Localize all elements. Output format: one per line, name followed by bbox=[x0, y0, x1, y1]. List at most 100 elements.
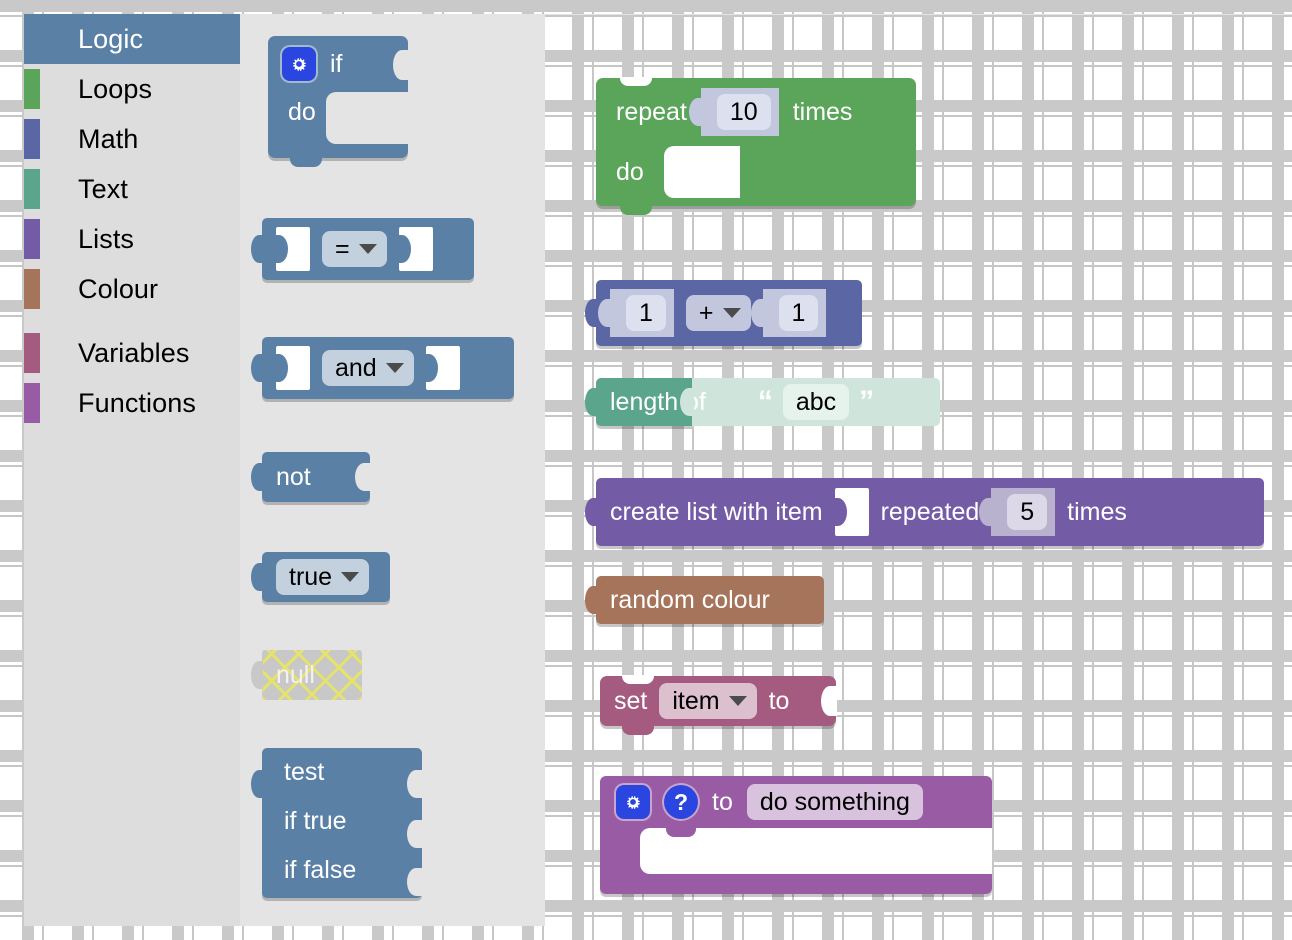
block-not-row: not bbox=[262, 452, 370, 502]
block-if-statement-mouth[interactable] bbox=[326, 92, 422, 144]
block-text-string-field[interactable]: abc bbox=[782, 384, 850, 420]
block-null-output-plug bbox=[251, 661, 263, 689]
block-ternary-iftrue-socket[interactable] bbox=[407, 820, 423, 848]
block-text-string-shadow[interactable]: “ abc ” bbox=[692, 378, 940, 426]
category-colour-swatch-loops bbox=[24, 69, 40, 109]
block-compare-output-plug bbox=[251, 235, 263, 263]
block-not-output-plug bbox=[251, 463, 263, 491]
block-boolean-output-plug bbox=[251, 563, 263, 591]
block-ternary-rows: test if true if false bbox=[262, 748, 422, 883]
toolbox-sidebar: Logic Loops Math Text Lists Colour Varia… bbox=[24, 14, 240, 926]
block-lists-repeat-suffix-label: times bbox=[1067, 497, 1127, 526]
block-ternary-output-plug bbox=[251, 770, 263, 798]
block-procedures-define[interactable]: ? to do something bbox=[600, 776, 992, 894]
block-repeat-prefix-label: repeat bbox=[616, 97, 687, 126]
block-repeat-count-field[interactable]: 10 bbox=[716, 94, 771, 130]
category-functions[interactable]: Functions bbox=[24, 378, 240, 428]
block-if-condition-socket[interactable] bbox=[393, 50, 409, 80]
block-math-operator-dropdown[interactable]: + bbox=[685, 295, 751, 331]
category-label-lists: Lists bbox=[78, 223, 135, 254]
block-variables-set-suffix-label: to bbox=[768, 686, 790, 715]
block-lists-repeat-output-plug bbox=[585, 498, 597, 526]
block-and-operator-dropdown[interactable]: and bbox=[322, 350, 414, 386]
category-colour[interactable]: Colour bbox=[24, 264, 240, 314]
question-icon[interactable]: ? bbox=[664, 785, 698, 819]
block-logic-compare[interactable]: = bbox=[251, 218, 474, 280]
block-boolean-value-dropdown[interactable]: true bbox=[276, 559, 370, 595]
close-quote-icon: ” bbox=[859, 385, 875, 418]
gear-icon[interactable] bbox=[616, 785, 650, 819]
block-lists-repeat[interactable]: create list with item repeated 5 times bbox=[585, 478, 1264, 546]
block-compare-row: = bbox=[262, 218, 474, 280]
block-logic-negate[interactable]: not bbox=[251, 452, 371, 502]
block-text-length-row: length of bbox=[596, 378, 706, 426]
block-ternary-iffalse-socket[interactable] bbox=[407, 868, 423, 896]
category-label-loops: Loops bbox=[78, 73, 153, 104]
block-and-left-socket[interactable] bbox=[276, 346, 310, 390]
gear-icon[interactable] bbox=[282, 47, 316, 81]
category-label-logic: Logic bbox=[78, 23, 144, 54]
category-lists[interactable]: Lists bbox=[24, 214, 240, 264]
block-logic-boolean[interactable]: true bbox=[251, 552, 390, 602]
block-colour-random[interactable]: random colour bbox=[585, 576, 824, 624]
category-variables[interactable]: Variables bbox=[24, 328, 240, 378]
block-compare-left-socket[interactable] bbox=[276, 227, 310, 271]
block-ternary-iffalse-label: if false bbox=[284, 856, 357, 884]
category-colour-swatch-colour bbox=[24, 269, 40, 309]
category-text[interactable]: Text bbox=[24, 164, 240, 214]
block-math-left-shadow[interactable]: 1 bbox=[610, 289, 674, 337]
block-repeat-suffix-label: times bbox=[792, 97, 853, 126]
block-text-length[interactable]: length of bbox=[585, 378, 706, 426]
block-lists-repeat-middle-label: repeated bbox=[880, 497, 980, 526]
block-repeat-count-shadow[interactable]: 10 bbox=[700, 88, 779, 136]
block-lists-repeat-item-socket[interactable] bbox=[834, 488, 869, 536]
category-colour-swatch-variables bbox=[24, 333, 40, 373]
block-math-right-field[interactable]: 1 bbox=[778, 295, 819, 331]
block-math-left-field[interactable]: 1 bbox=[626, 295, 666, 331]
block-logic-null[interactable]: null bbox=[251, 650, 362, 700]
block-math-arithmetic[interactable]: 1 + 1 bbox=[585, 280, 862, 346]
category-label-colour: Colour bbox=[78, 273, 159, 304]
category-label-functions: Functions bbox=[78, 387, 196, 418]
block-controls-if[interactable]: if do bbox=[268, 36, 422, 167]
block-colour-random-output-plug bbox=[585, 586, 597, 614]
category-loops[interactable]: Loops bbox=[24, 64, 240, 114]
block-if-do-label: do bbox=[288, 98, 316, 126]
block-controls-repeat[interactable]: repeat 10 times do bbox=[596, 77, 916, 215]
category-logic[interactable]: Logic bbox=[24, 14, 240, 64]
block-compare-operator-dropdown[interactable]: = bbox=[322, 231, 387, 267]
block-procedures-define-name-field[interactable]: do something bbox=[746, 784, 923, 820]
category-colour-swatch-logic bbox=[24, 19, 40, 59]
block-text-length-input-socket[interactable] bbox=[680, 388, 694, 416]
block-if-label: if bbox=[330, 49, 343, 78]
category-math[interactable]: Math bbox=[24, 114, 240, 164]
category-colour-swatch-math bbox=[24, 119, 40, 159]
category-label-math: Math bbox=[78, 123, 139, 154]
block-ternary-test-socket[interactable] bbox=[407, 770, 423, 798]
block-math-right-shadow[interactable]: 1 bbox=[762, 289, 827, 337]
block-colour-random-row: random colour bbox=[596, 576, 824, 624]
block-and-output-plug bbox=[251, 354, 263, 382]
category-colour-swatch-text bbox=[24, 169, 40, 209]
block-colour-random-label: random colour bbox=[610, 585, 770, 614]
block-repeat-statement-mouth[interactable] bbox=[664, 146, 740, 198]
block-and-right-socket[interactable] bbox=[425, 346, 460, 390]
block-compare-right-socket[interactable] bbox=[398, 227, 433, 271]
block-not-input-socket[interactable] bbox=[355, 463, 371, 491]
block-logic-ternary[interactable]: test if true if false bbox=[251, 748, 423, 898]
block-math-output-plug bbox=[585, 299, 597, 327]
open-quote-icon: “ bbox=[757, 385, 773, 418]
block-variables-set[interactable]: set item to bbox=[600, 675, 837, 735]
block-variables-set-value-socket[interactable] bbox=[821, 686, 837, 716]
block-boolean-row: true bbox=[262, 552, 390, 602]
block-lists-repeat-count-shadow[interactable]: 5 bbox=[991, 488, 1056, 536]
block-ternary-iftrue-label: if true bbox=[284, 807, 347, 835]
block-text-string-row: “ abc ” bbox=[692, 378, 940, 426]
block-variables-set-name-dropdown[interactable]: item bbox=[659, 683, 757, 719]
category-colour-swatch-functions bbox=[24, 383, 40, 423]
block-variables-set-bottom-connector bbox=[622, 725, 654, 735]
block-logic-operation[interactable]: and bbox=[251, 337, 514, 399]
block-repeat-bottom-connector bbox=[620, 205, 652, 215]
block-lists-repeat-count-field[interactable]: 5 bbox=[1007, 494, 1048, 530]
